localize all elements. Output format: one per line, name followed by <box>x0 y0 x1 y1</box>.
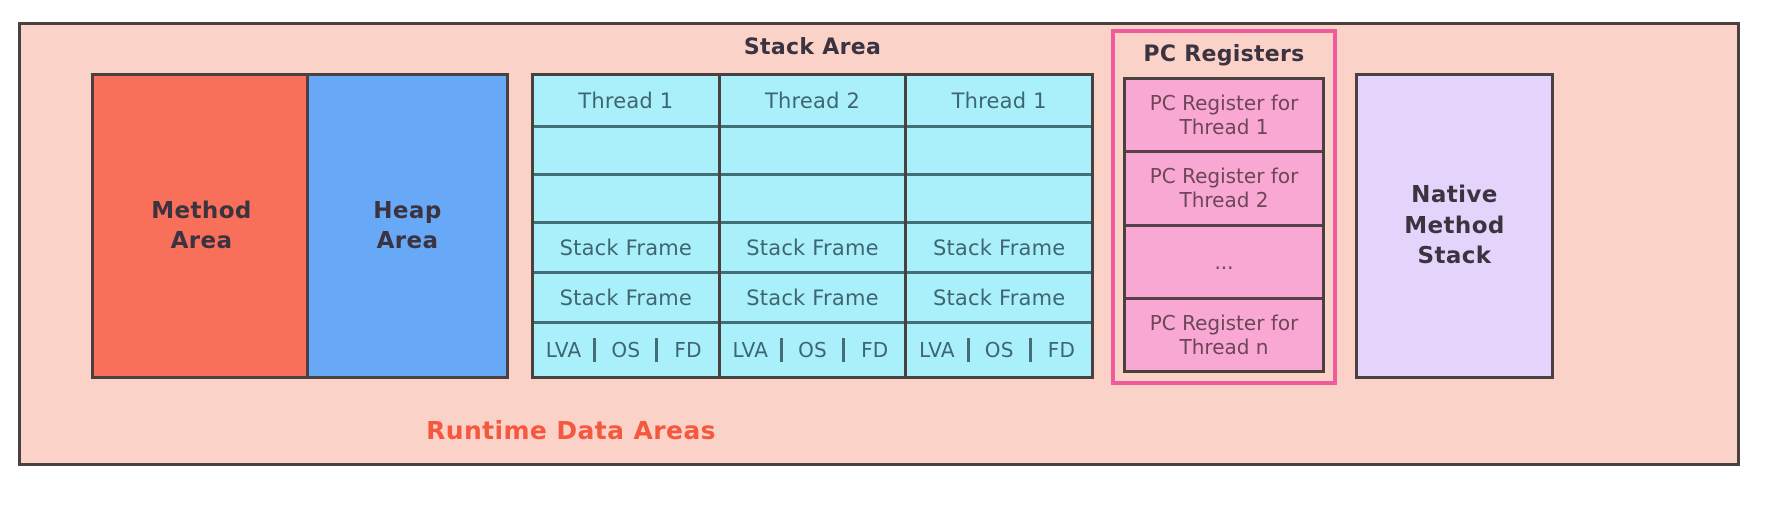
os-cell: OS <box>970 338 1032 362</box>
thread-header: Thread 1 <box>534 76 718 128</box>
stack-frame-parts-row: LVA OS FD <box>907 324 1092 376</box>
fd-cell: FD <box>861 338 889 362</box>
thread-empty-cell <box>720 128 905 176</box>
os-cell: OS <box>596 338 659 362</box>
heap-area-label: Heap Area <box>373 196 441 257</box>
stack-frame-cell: Stack Frame <box>907 274 1092 324</box>
fd-cell: FD <box>1047 338 1076 362</box>
thread-empty-cell <box>720 176 905 224</box>
thread-column: Thread 1 Stack Frame Stack Frame LVA OS … <box>534 76 721 376</box>
stack-frame-parts-row: LVA OS FD <box>720 324 905 376</box>
thread-column: Thread 2 Stack Frame Stack Frame LVA OS … <box>720 76 908 376</box>
native-method-stack-label-line3: Stack <box>1417 243 1492 270</box>
thread-empty-cell <box>534 128 718 176</box>
lva-cell: LVA <box>907 338 970 362</box>
thread-header: Thread 1 <box>907 76 1092 128</box>
native-method-stack-label-line2: Method <box>1404 212 1505 239</box>
heap-area-box: Heap Area <box>306 73 509 379</box>
method-area-box: Method Area <box>91 73 312 379</box>
stack-frame-parts-row: LVA OS FD <box>534 324 718 376</box>
thread-column: Thread 1 Stack Frame Stack Frame LVA OS … <box>907 76 1092 376</box>
pc-register-cell: PC Register for Thread n <box>1126 299 1322 370</box>
stack-area-group: Stack Area Thread 1 Stack Frame Stack Fr… <box>531 25 1094 385</box>
pc-register-ellipsis-cell: ... <box>1126 226 1322 300</box>
os-cell: OS <box>783 338 846 362</box>
pc-register-cell: PC Register for Thread 2 <box>1126 153 1322 227</box>
pc-register-cell: PC Register for Thread 1 <box>1126 80 1322 154</box>
heap-area-label-line1: Heap <box>373 197 442 224</box>
thread-header: Thread 2 <box>720 76 905 128</box>
stack-frame-cell: Stack Frame <box>720 224 905 274</box>
method-area-label-line2: Area <box>170 228 233 254</box>
lva-cell: LVA <box>534 338 597 362</box>
pc-registers-title: PC Registers <box>1143 42 1305 67</box>
native-method-stack-box: Native Method Stack <box>1355 73 1554 379</box>
stack-frame-cell: Stack Frame <box>534 274 718 324</box>
lva-cell: LVA <box>721 338 783 362</box>
stack-frame-cell: Stack Frame <box>907 224 1092 274</box>
pc-register-list: PC Register for Thread 1 PC Register for… <box>1123 77 1325 373</box>
heap-area-label-line2: Area <box>376 228 439 254</box>
method-area-label-line1: Method <box>151 197 252 224</box>
runtime-data-areas-container: Method Area Heap Area Stack Area Thread … <box>18 22 1740 466</box>
thread-empty-cell <box>534 176 718 224</box>
stack-frame-cell: Stack Frame <box>720 274 905 324</box>
method-area-label: Method Area <box>151 196 252 257</box>
stack-frame-cell: Stack Frame <box>534 224 718 274</box>
thread-empty-cell <box>907 176 1092 224</box>
pc-registers-group: PC Registers PC Register for Thread 1 PC… <box>1111 29 1337 385</box>
fd-cell: FD <box>674 338 702 362</box>
regions-row: Method Area Heap Area Stack Area Thread … <box>21 25 1737 463</box>
thread-empty-cell <box>907 128 1092 176</box>
native-method-stack-label: Native Method Stack <box>1404 180 1505 271</box>
thread-stack-table: Thread 1 Stack Frame Stack Frame LVA OS … <box>531 73 1094 379</box>
runtime-data-areas-caption: Runtime Data Areas <box>426 416 716 445</box>
native-method-stack-label-line1: Native <box>1411 182 1498 209</box>
stack-area-title: Stack Area <box>743 35 882 60</box>
